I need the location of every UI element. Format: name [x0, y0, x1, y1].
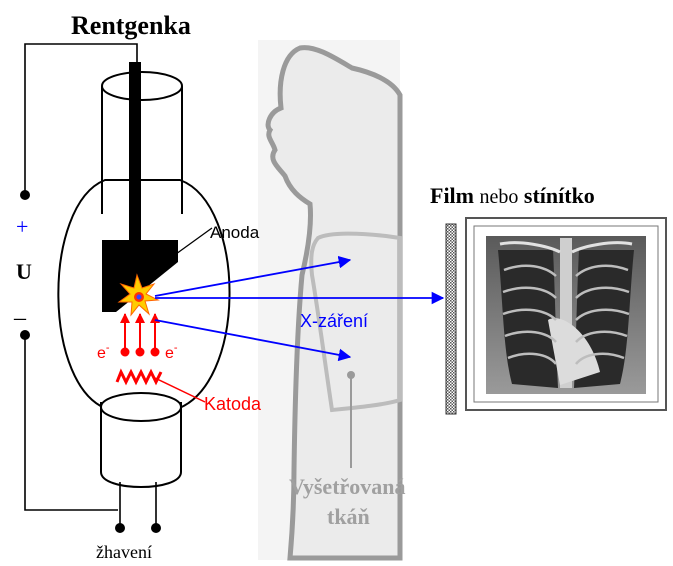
- xray-image: [486, 236, 646, 394]
- heating-terminal-right: [151, 523, 161, 533]
- tissue-label-line1: Vyšetřovaná: [289, 474, 406, 499]
- tissue-dot: [347, 371, 355, 379]
- heating-label: žhavení: [96, 542, 152, 562]
- electron-dots: [121, 348, 160, 357]
- lower-neck-top: [101, 393, 181, 421]
- anode-wire: [25, 44, 137, 192]
- minus-label: –: [13, 305, 27, 331]
- tissue-label-line2: tkáň: [327, 504, 370, 529]
- heating-terminal-left: [115, 523, 125, 533]
- plus-label: +: [16, 214, 28, 239]
- film-screen-label: Film nebo stínítko: [430, 183, 595, 208]
- cathode-label: Katoda: [204, 394, 262, 414]
- xray-label: X-záření: [300, 311, 368, 331]
- anode-rod: [129, 62, 141, 240]
- terminal-minus: [20, 330, 30, 340]
- voltage-label: U: [16, 259, 32, 284]
- anode-label: Anoda: [210, 223, 260, 242]
- film-strip: [446, 224, 456, 414]
- lower-neck-bottom: [101, 472, 181, 487]
- upper-neck-top: [102, 72, 182, 100]
- terminal-plus: [20, 190, 30, 200]
- diagram-title: Rentgenka: [71, 11, 191, 40]
- spark-center: [137, 295, 142, 300]
